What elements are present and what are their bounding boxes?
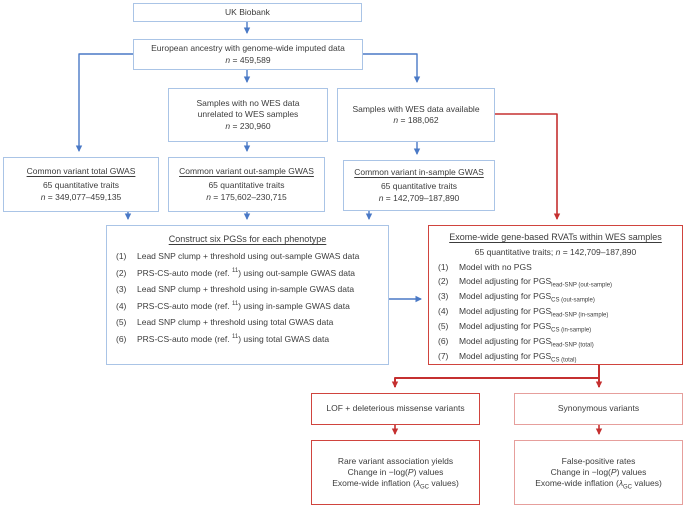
wes-line1: Samples with WES data available xyxy=(352,103,480,114)
fp-inflation: Exome-wide inflation (λGC values) xyxy=(535,478,662,491)
gwas-total-title: Common variant total GWAS xyxy=(26,166,136,177)
fp-line1: False-positive rates xyxy=(561,455,636,466)
rare-line1: Rare variant association yields xyxy=(337,455,454,466)
rvat-item: (2)Model adjusting for PGSlead-SNP (out-… xyxy=(438,276,613,290)
rvat-item: (7)Model adjusting for PGSCS (total) xyxy=(438,350,577,364)
european-line: European ancestry with genome-wide imput… xyxy=(151,43,345,54)
gwas-total-traits: 65 quantitative traits xyxy=(42,180,120,191)
box-false-positive-results: False-positive rates Change in −log(P) v… xyxy=(514,440,683,505)
box-lof-missense: LOF + deleterious missense variants xyxy=(311,393,480,425)
gwas-out-title: Common variant out-sample GWAS xyxy=(179,166,314,177)
rvat-title: Exome-wide gene-based RVATs within WES s… xyxy=(449,232,662,242)
no-wes-line2: unrelated to WES samples xyxy=(197,109,299,120)
gwas-in-title: Common variant in-sample GWAS xyxy=(354,167,484,178)
pgs-item: (6)PRS-CS-auto mode (ref. 11) using tota… xyxy=(116,333,330,344)
pgs-item: (4)PRS-CS-auto mode (ref. 11) using in-s… xyxy=(116,300,350,311)
gwas-in-traits: 65 quantitative traits xyxy=(380,181,458,192)
pgs-item: (5)Lead SNP clump + threshold using tota… xyxy=(116,317,334,328)
no-wes-line1: Samples with no WES data xyxy=(196,98,300,109)
box-european-ancestry: European ancestry with genome-wide imput… xyxy=(133,39,363,70)
pgs-item: (1)Lead SNP clump + threshold using out-… xyxy=(116,251,360,262)
box-gwas-in-sample: Common variant in-sample GWAS 65 quantit… xyxy=(343,160,495,211)
box-no-wes-samples: Samples with no WES data unrelated to WE… xyxy=(168,88,328,142)
pgs-item: (2)PRS-CS-auto mode (ref. 11) using out-… xyxy=(116,267,356,278)
wes-n: n = 188,062 xyxy=(393,115,439,125)
uk-biobank-label: UK Biobank xyxy=(225,6,270,17)
box-rvat: Exome-wide gene-based RVATs within WES s… xyxy=(428,225,683,365)
rvat-subtitle: 65 quantitative traits; n = 142,709–187,… xyxy=(474,246,637,257)
no-wes-n: n = 230,960 xyxy=(225,120,271,131)
rare-logp: Change in −log(P) values xyxy=(347,466,444,477)
gwas-out-n: n = 175,602–230,715 xyxy=(206,191,287,202)
pgs-item: (3)Lead SNP clump + threshold using in-s… xyxy=(116,284,355,295)
rvat-item: (6)Model adjusting for PGSlead-SNP (tota… xyxy=(438,335,594,349)
box-synonymous: Synonymous variants xyxy=(514,393,683,425)
rvat-item: (5)Model adjusting for PGSCS (in-sample) xyxy=(438,320,592,334)
box-uk-biobank: UK Biobank xyxy=(133,3,362,22)
lof-label: LOF + deleterious missense variants xyxy=(326,403,465,414)
fp-logp: Change in −log(P) values xyxy=(550,466,647,477)
synonymous-label: Synonymous variants xyxy=(557,403,640,414)
box-rare-variant-results: Rare variant association yields Change i… xyxy=(311,440,480,505)
rvat-item: (4)Model adjusting for PGSlead-SNP (in-s… xyxy=(438,306,609,319)
gwas-out-traits: 65 quantitative traits xyxy=(208,180,285,191)
rare-inflation: Exome-wide inflation (λGC values) xyxy=(332,478,459,491)
rvat-item: (3)Model adjusting for PGSCS (out-sample… xyxy=(438,291,595,304)
european-n: n = 459,589 xyxy=(225,54,271,65)
gwas-total-n: n = 349,077–459,135 xyxy=(40,191,122,202)
pgs-title: Construct six PGSs for each phenotype xyxy=(168,234,327,244)
rvat-item: (1)Model with no PGS xyxy=(438,261,532,272)
box-pgs-construction: Construct six PGSs for each phenotype (1… xyxy=(106,225,389,365)
box-gwas-total: Common variant total GWAS 65 quantitativ… xyxy=(3,157,159,212)
box-wes-samples: Samples with WES data available n = 188,… xyxy=(337,88,495,142)
box-gwas-out-sample: Common variant out-sample GWAS 65 quanti… xyxy=(168,157,325,212)
gwas-in-n: n = 142,709–187,890 xyxy=(378,192,460,203)
